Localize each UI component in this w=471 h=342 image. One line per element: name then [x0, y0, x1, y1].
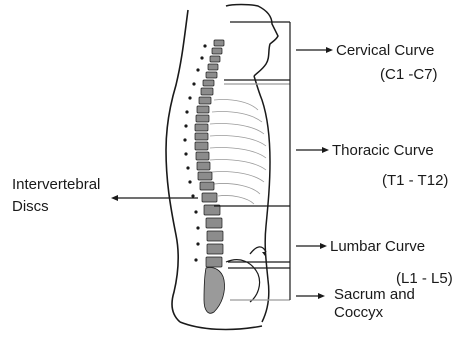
lumbar-range-label: (L1 - L5): [396, 270, 453, 287]
head-outline: [226, 5, 278, 77]
sacrum-shape: [204, 268, 225, 314]
lumbar-curve-label: Lumbar Curve: [330, 238, 425, 255]
intervertebral-label-line1: Intervertebral: [12, 176, 100, 193]
cervical-curve-label: Cervical Curve: [336, 42, 434, 59]
region-markers: [214, 22, 290, 300]
thoracic-curve-label: Thoracic Curve: [332, 142, 434, 159]
back-outline: [166, 10, 188, 322]
intervertebral-label-line2: Discs: [12, 198, 49, 215]
pelvis-bone: [226, 260, 260, 302]
thoracic-range-label: (T1 - T12): [382, 172, 448, 189]
spine-column: [195, 40, 224, 267]
sacrum-label-line2: Coccyx: [334, 304, 383, 321]
cervical-range-label: (C1 -C7): [380, 66, 438, 83]
pelvis-outline: [180, 322, 262, 329]
front-outline: [254, 76, 270, 322]
rib-cage: [210, 99, 266, 204]
sacrum-label-line1: Sacrum and: [334, 286, 415, 303]
